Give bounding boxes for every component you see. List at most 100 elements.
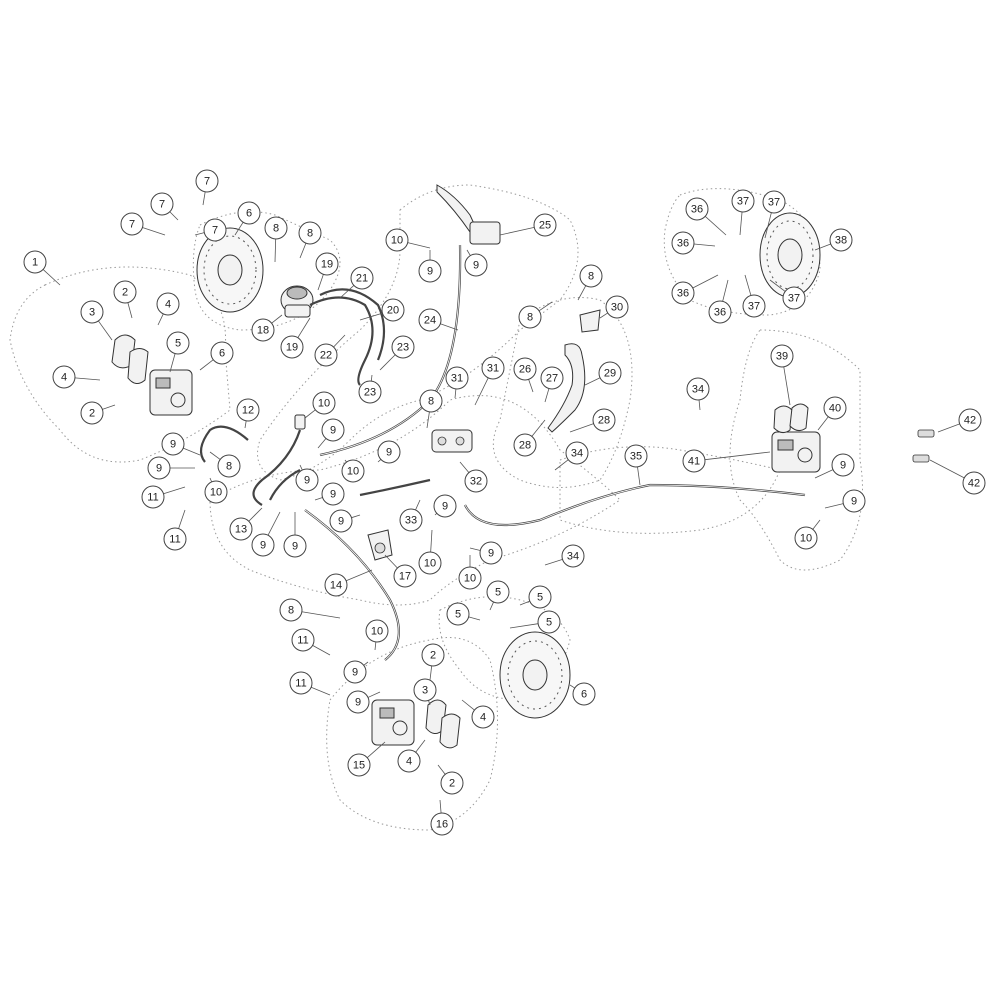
- leader-line: [98, 320, 113, 341]
- leader-line: [704, 451, 771, 461]
- callout-label: 24: [424, 315, 436, 327]
- callout-label: 41: [688, 456, 700, 468]
- part-callout-22: 22: [314, 343, 338, 367]
- leader-line: [366, 741, 386, 759]
- callout-label: 9: [352, 667, 358, 679]
- banjo-bolts: [912, 429, 935, 463]
- callout-circle: [210, 341, 234, 365]
- part-callout-29: 29: [598, 361, 622, 385]
- part-callout-37: 37: [731, 189, 755, 213]
- leader-line: [199, 359, 214, 371]
- hose-20-21: [309, 296, 374, 386]
- callout-circle: [314, 343, 338, 367]
- part-callout-9: 9: [418, 259, 442, 283]
- part-callout-10: 10: [458, 566, 482, 590]
- callout-circle: [421, 643, 445, 667]
- front-right-caliper: [371, 699, 415, 746]
- callout-circle: [358, 380, 382, 404]
- leader-line: [454, 388, 457, 399]
- callout-label: 9: [338, 516, 344, 528]
- leader-line: [437, 764, 446, 775]
- callout-label: 33: [405, 515, 417, 527]
- callout-circle: [295, 468, 319, 492]
- leader-line: [234, 222, 244, 236]
- callout-circle: [471, 705, 495, 729]
- callout-label: 9: [330, 425, 336, 437]
- callout-circle: [682, 449, 706, 473]
- leader-line: [183, 447, 201, 456]
- callout-label: 10: [800, 533, 812, 545]
- junction-block: [367, 529, 393, 561]
- callout-circle: [341, 459, 365, 483]
- hose-14-inner: [304, 509, 400, 661]
- leader-line: [531, 419, 546, 437]
- part-callout-36: 36: [685, 197, 709, 221]
- callout-circle: [464, 253, 488, 277]
- callout-label: 11: [295, 678, 306, 690]
- callout-label: 23: [397, 342, 409, 354]
- part-callout-10: 10: [312, 391, 336, 415]
- front-right-brake-disc: [499, 631, 571, 719]
- part-callout-2: 2: [80, 401, 104, 425]
- callout-label: 4: [406, 756, 412, 768]
- callout-label: 39: [776, 351, 788, 363]
- callout-label: 40: [829, 403, 841, 415]
- callout-circle: [592, 408, 616, 432]
- callout-label: 37: [768, 197, 780, 209]
- front-left-brake-pads: [111, 334, 149, 384]
- rear-brake-pads: [773, 403, 809, 434]
- leader-line: [209, 477, 213, 483]
- callout-label: 20: [387, 305, 399, 317]
- leader-line: [333, 334, 346, 348]
- leader-line: [428, 700, 431, 706]
- leader-line: [769, 279, 786, 292]
- part-callout-31: 31: [481, 356, 505, 380]
- callout-circle: [742, 294, 766, 318]
- callout-circle: [762, 190, 786, 214]
- part-callout-9: 9: [842, 489, 866, 513]
- callout-circle: [829, 228, 853, 252]
- callout-circle: [671, 281, 695, 305]
- callout-label: 42: [968, 478, 980, 490]
- callout-circle: [418, 259, 442, 283]
- callout-label: 2: [430, 650, 436, 662]
- callout-label: 34: [571, 448, 583, 460]
- leader-line: [489, 601, 494, 611]
- callout-label: 12: [242, 405, 254, 417]
- part-callout-2: 2: [421, 643, 445, 667]
- group-outline-front-right-caliper: [326, 637, 498, 831]
- leader-line: [440, 323, 459, 331]
- callout-circle: [203, 218, 227, 242]
- front-left-brake-disc: [196, 227, 264, 313]
- leader-line: [415, 499, 421, 511]
- part-callout-19: 19: [315, 252, 339, 276]
- leader-line: [374, 641, 377, 651]
- part-callout-8: 8: [217, 454, 241, 478]
- leader-line: [169, 211, 179, 221]
- callout-label: 37: [748, 301, 760, 313]
- callout-circle: [565, 441, 589, 465]
- callout-label: 9: [355, 697, 361, 709]
- leader-line: [142, 227, 166, 236]
- leader-line: [42, 269, 61, 286]
- leader-line: [74, 377, 101, 381]
- part-callout-20: 20: [381, 298, 405, 322]
- callout-label: 37: [788, 293, 800, 305]
- callout-label: 34: [567, 551, 579, 563]
- part-callout-6: 6: [572, 682, 596, 706]
- callout-label: 15: [353, 760, 365, 772]
- callout-circle: [579, 264, 603, 288]
- callout-circle: [540, 366, 564, 390]
- front-left-caliper: [149, 369, 193, 416]
- callout-label: 19: [321, 259, 333, 271]
- part-callout-9: 9: [479, 541, 503, 565]
- callout-circle: [251, 533, 275, 557]
- leader-line: [814, 469, 834, 479]
- callout-circle: [147, 456, 171, 480]
- callout-label: 5: [546, 617, 552, 629]
- callout-circle: [289, 671, 313, 695]
- callout-circle: [141, 485, 165, 509]
- part-callout-9: 9: [831, 453, 855, 477]
- callout-circle: [399, 508, 423, 532]
- part-callout-23: 23: [358, 380, 382, 404]
